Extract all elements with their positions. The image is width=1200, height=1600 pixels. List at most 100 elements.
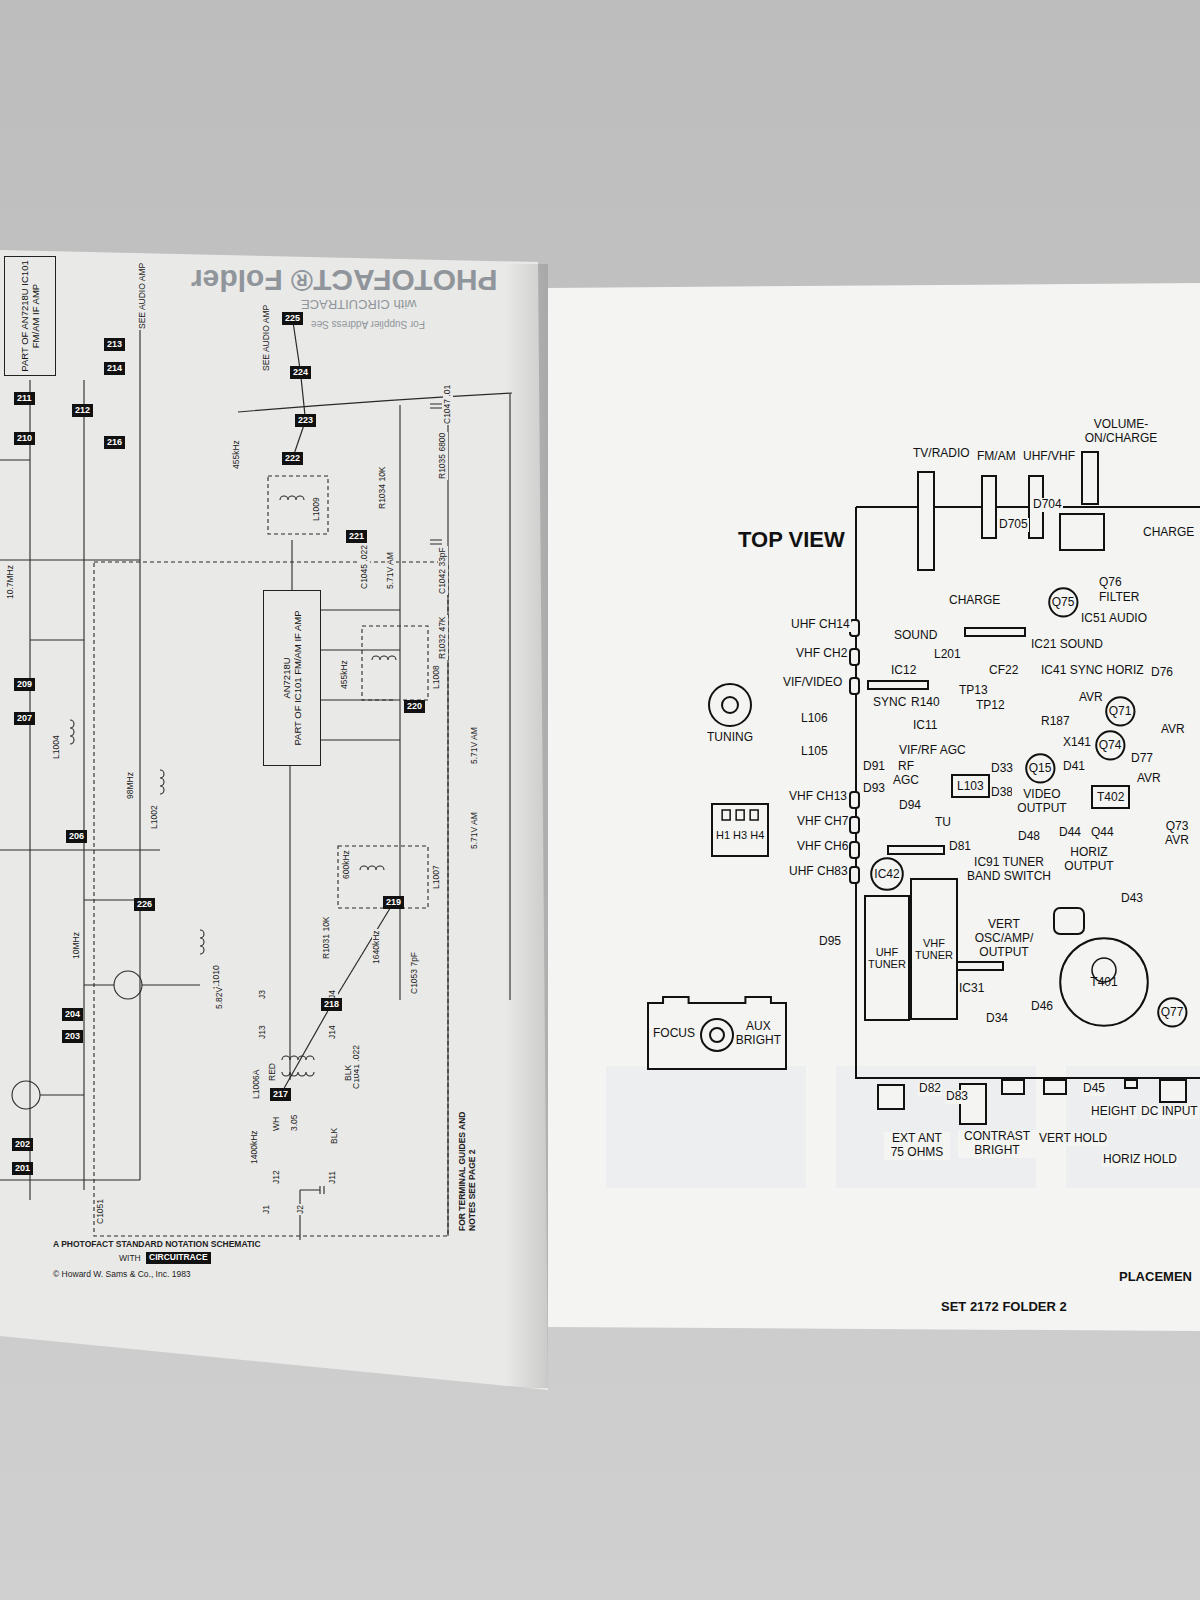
callout-number: 204 <box>62 1008 83 1021</box>
knob-symbol <box>710 1028 724 1042</box>
schematic-label: 98MHz <box>126 771 136 800</box>
callout-text: 219 <box>386 897 401 908</box>
board-outline-part <box>1082 452 1098 504</box>
node-text: T401 <box>1090 975 1117 989</box>
page-footer: SET 2172 FOLDER 2 <box>940 1300 1068 1315</box>
node-text: Q75 <box>1052 595 1075 609</box>
board-outline-part <box>850 792 859 808</box>
connector-block: H1 H3 H4 <box>711 803 769 857</box>
part-label: D44 <box>1058 826 1082 840</box>
callout-text: 209 <box>17 679 32 690</box>
schematic-label: J13 <box>258 1024 268 1040</box>
schematic-label: SEE AUDIO AMP <box>262 304 272 372</box>
schematic-wires-part <box>509 393 510 1000</box>
part-label: D77 <box>1130 752 1154 766</box>
board-outline-part <box>850 678 859 694</box>
node-text: AUX BRIGHT <box>736 1019 781 1047</box>
schematic-label: J12 <box>272 1169 282 1185</box>
part-label: D48 <box>1017 830 1041 844</box>
node-text: T402 <box>1097 790 1124 804</box>
schematic-label: C1045 .022 <box>360 544 370 590</box>
schematic-wires-part <box>321 610 400 740</box>
part-label: L201 <box>933 648 962 662</box>
part-label: D41 <box>1062 760 1086 774</box>
schematic-label: J11 <box>328 1170 338 1185</box>
footer-note: A PHOTOFACT STANDARD NOTATION SCHEMATIC <box>52 1240 262 1250</box>
transformer-core <box>1092 958 1116 982</box>
part-label: EXT ANT 75 OHMS <box>884 1132 950 1160</box>
part-label: VHF CH13 <box>788 790 848 804</box>
schematic-label: SEE AUDIO AMP <box>138 262 148 330</box>
part-label: AVR <box>1078 691 1104 705</box>
brand-watermark: PHOTOFACT® Folder <box>190 262 499 297</box>
callout-number: 203 <box>62 1030 83 1043</box>
schematic-label: 5.71V AM <box>470 811 480 850</box>
schematic-wires <box>0 300 512 1240</box>
pin-row <box>713 805 771 825</box>
board-outline-part <box>850 842 859 858</box>
part-label: CHARGE <box>1142 526 1195 540</box>
callout-text: 222 <box>285 453 300 464</box>
board-outline-part <box>856 507 1200 1078</box>
callout-number: 209 <box>14 678 35 691</box>
callout-number: 216 <box>104 436 125 449</box>
text-wrapper: AN7218UPART OF IC101 FM/AM IF AMP <box>281 594 304 762</box>
schematic-wires-part <box>114 971 142 999</box>
schematic-label: R1035 6800 <box>438 432 448 480</box>
node-text: L103 <box>957 779 984 793</box>
schematic-label: L1004 <box>52 734 62 760</box>
node-text: FOCUS <box>653 1026 695 1040</box>
callout-text: 220 <box>407 701 422 712</box>
schematic-wires-part <box>282 1056 314 1060</box>
photo-ground-part <box>505 264 548 1388</box>
component-circle: Q71 <box>1105 696 1136 727</box>
part-label: CONTRAST BRIGHT <box>958 1130 1036 1158</box>
knob-center <box>722 697 738 713</box>
wire-connector <box>293 325 299 366</box>
component-circle: Q15 <box>1025 753 1056 784</box>
part-label: TU <box>934 816 952 830</box>
part-label: D81 <box>948 840 972 854</box>
knob-symbol <box>701 1019 733 1051</box>
callout-text: 204 <box>65 1009 80 1020</box>
board-outline-part <box>918 472 934 570</box>
pin-symbol <box>750 810 758 820</box>
callout-text: 210 <box>17 433 32 444</box>
callout-number: 218 <box>321 998 342 1011</box>
schematic-label: 10.7MHz <box>6 564 16 600</box>
brand-watermark: For Supplier Address See <box>310 318 426 330</box>
wire-connector <box>301 379 305 414</box>
part-label: Q76 <box>1098 576 1123 590</box>
callout-text: 202 <box>15 1139 30 1150</box>
callout-text: 224 <box>293 367 308 378</box>
board-outline-part <box>1160 1080 1186 1102</box>
callout-number: 201 <box>12 1162 33 1175</box>
wire-connector <box>295 427 304 452</box>
schematic-wires-part <box>200 930 204 954</box>
schematic-label: 1640kHz <box>372 929 382 965</box>
part-label: IC51 AUDIO <box>1080 612 1148 626</box>
part-label: D82 <box>918 1082 942 1096</box>
schematic-wires-part <box>291 540 292 590</box>
schematic-label: C1053 7pF <box>410 951 420 995</box>
node-text: PART OF IC101 FM/AM IF AMP <box>292 594 303 762</box>
part-label: D43 <box>1120 892 1144 906</box>
part-label: AVR <box>1160 723 1186 737</box>
part-label: D94 <box>898 799 922 813</box>
callout-text: 217 <box>273 1089 288 1100</box>
schematic-label: C1047 .01 <box>443 384 453 425</box>
board-outline-part <box>1054 908 1084 934</box>
schematic-wires-part <box>160 770 164 794</box>
board-outline-part <box>888 846 944 854</box>
part-label: D93 <box>862 782 886 796</box>
component-box: T402 <box>1091 785 1130 809</box>
circle-outline <box>1158 998 1186 1026</box>
component-circle: IC42 <box>870 857 904 891</box>
schematic-wires-part <box>238 393 512 412</box>
part-label: IC12 <box>890 664 917 678</box>
callout-number: 207 <box>14 712 35 725</box>
part-label: D46 <box>1030 1000 1054 1014</box>
part-label: TV/RADIO <box>912 447 971 461</box>
brand-badge: CIRCUITRACE <box>146 1252 211 1264</box>
